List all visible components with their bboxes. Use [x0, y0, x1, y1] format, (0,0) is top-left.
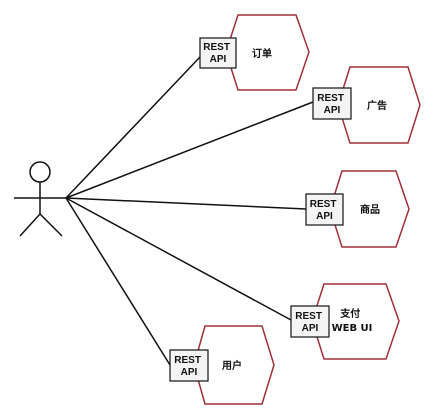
service-label-line: 商品	[360, 203, 380, 216]
service-hexagon	[329, 170, 410, 248]
rest-api-box	[305, 193, 344, 226]
service-label: 订单	[252, 47, 272, 60]
service-user: 用户 REST API	[169, 325, 275, 405]
connector-payment	[65, 197, 292, 321]
service-label: 支付 WEB UI	[332, 307, 373, 334]
user-stick-figure-icon	[14, 161, 66, 237]
rest-api-label: REST API	[174, 355, 203, 378]
service-label-line: WEB UI	[332, 323, 373, 334]
rest-api-box	[169, 349, 209, 382]
rest-api-box	[199, 37, 237, 69]
service-product: 商品 REST API	[305, 170, 410, 248]
service-payment: 支付 WEB UI REST API	[290, 283, 400, 360]
service-hexagon	[193, 325, 275, 405]
service-label: 商品	[360, 203, 380, 216]
connector-ad	[65, 101, 314, 199]
rest-api-label: REST API	[317, 93, 346, 116]
service-label: 用户	[221, 359, 242, 372]
service-label-line: 订单	[252, 47, 272, 60]
service-hexagon	[337, 66, 421, 144]
connectors	[65, 56, 314, 366]
connector-product	[65, 197, 307, 210]
service-label-line: 广告	[367, 99, 387, 112]
service-label-line: 用户	[221, 359, 242, 372]
rest-api-label: REST API	[310, 199, 339, 222]
rest-api-label: REST API	[203, 42, 232, 65]
rest-api-label: REST API	[295, 311, 324, 334]
service-hexagon	[225, 14, 310, 91]
rest-api-box	[290, 305, 330, 338]
service-order: 订单 REST API	[199, 14, 310, 91]
service-hexagon	[311, 283, 400, 360]
service-label-line: 支付	[339, 307, 360, 320]
rest-api-box	[312, 87, 352, 120]
service-ad: 广告 REST API	[312, 66, 421, 144]
connector-order	[65, 56, 201, 199]
connector-user	[65, 197, 171, 366]
service-label: 广告	[367, 99, 387, 112]
